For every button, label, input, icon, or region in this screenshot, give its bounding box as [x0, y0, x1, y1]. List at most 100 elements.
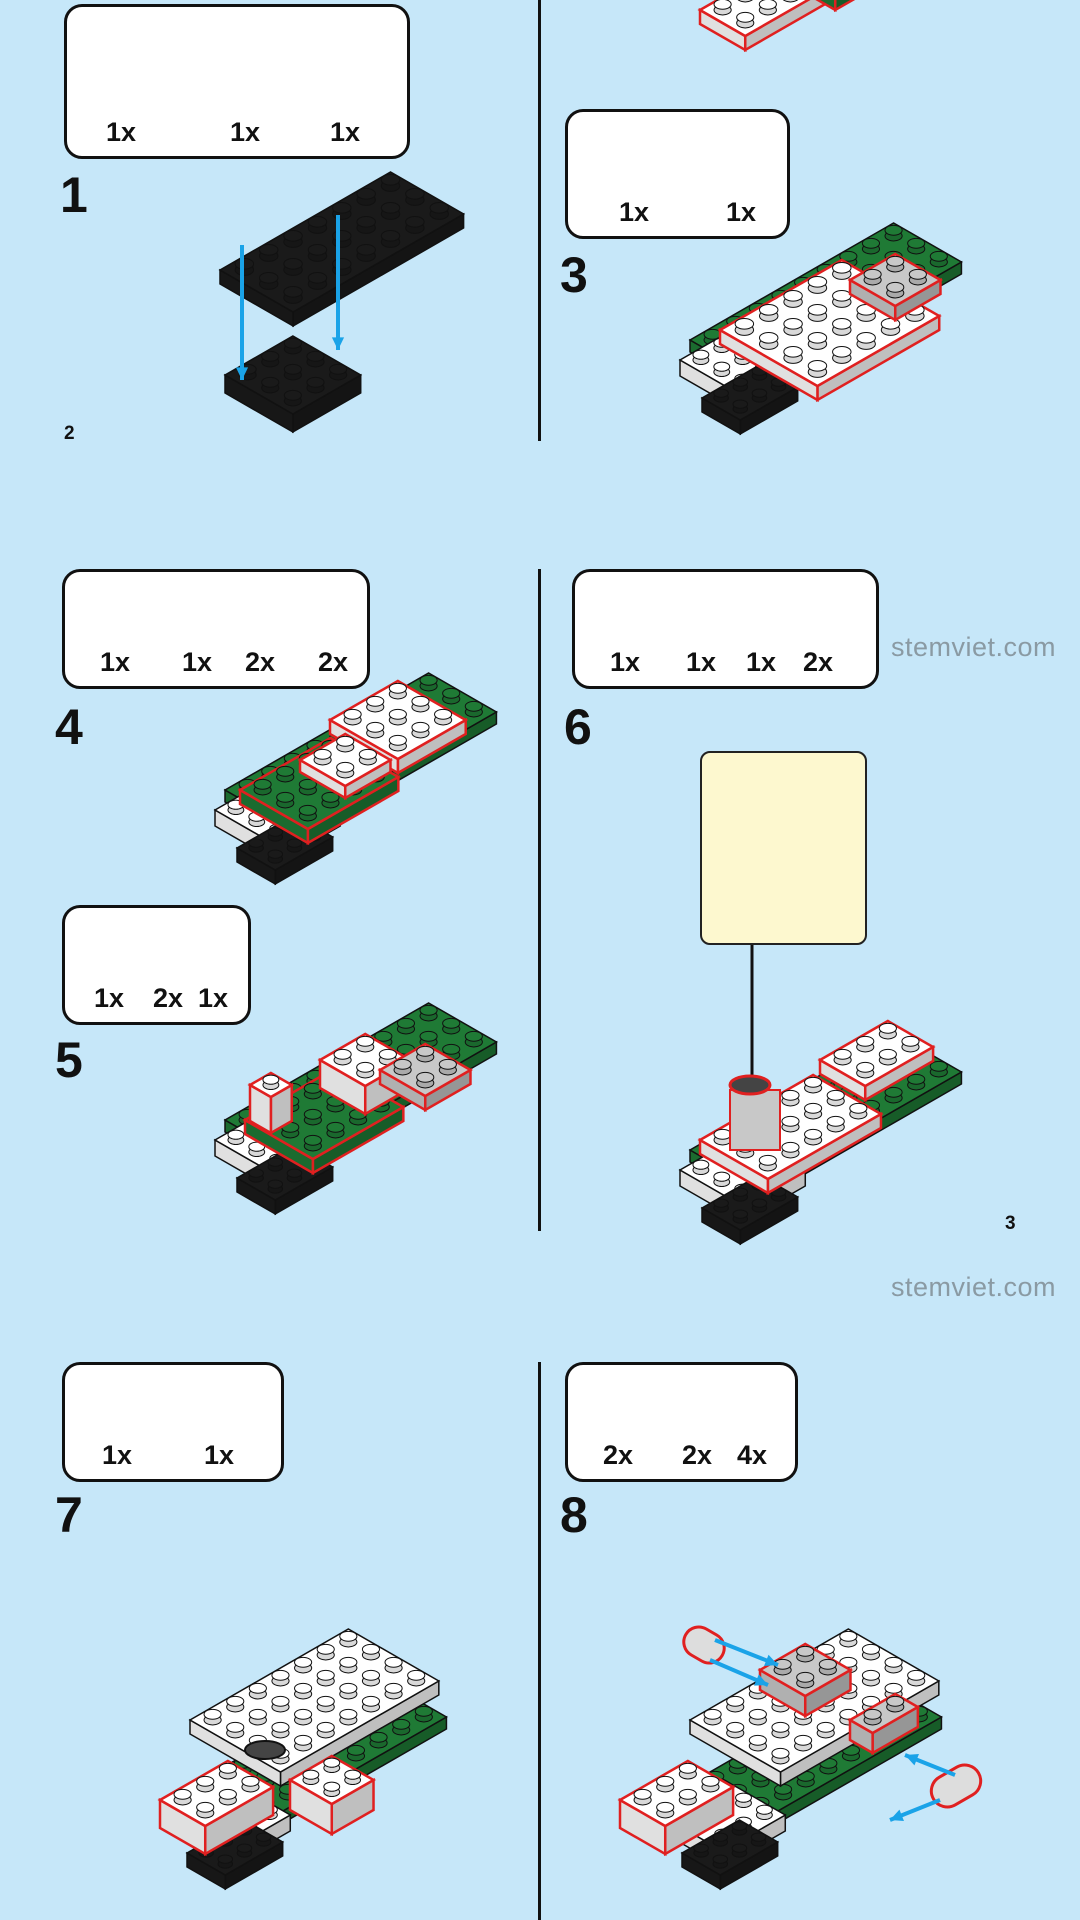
stud: [734, 318, 755, 330]
stud: [378, 1048, 397, 1060]
stud: [380, 230, 401, 242]
part-quantity: 1x: [725, 197, 757, 227]
stud: [442, 1043, 461, 1055]
stud: [316, 1721, 335, 1733]
stud: [294, 1682, 313, 1694]
stud: [203, 1708, 222, 1720]
stud: [832, 318, 852, 330]
stud: [750, 1832, 767, 1842]
stud: [856, 332, 876, 344]
stud: [731, 1821, 748, 1831]
stud: [781, 1089, 800, 1101]
stud: [388, 708, 407, 720]
stud: [861, 1669, 881, 1681]
step-number: 5: [55, 1032, 83, 1088]
stud: [884, 1086, 903, 1098]
brick-top: [377, 1042, 473, 1098]
stud: [751, 1198, 768, 1208]
stud: [361, 1695, 381, 1707]
part-quantity: 1x: [197, 983, 229, 1013]
stud: [258, 272, 279, 284]
stud: [419, 674, 438, 686]
stud: [323, 1781, 341, 1792]
parts-box-step-3: 1x 1x: [565, 109, 790, 239]
stud: [226, 1721, 245, 1733]
stud: [356, 188, 376, 200]
parts-box-step-7: 1x 1x: [62, 1362, 284, 1482]
stud: [783, 290, 803, 302]
stud: [276, 791, 295, 803]
stud: [416, 1071, 435, 1083]
stud: [678, 1762, 697, 1774]
stud: [884, 224, 903, 236]
stud: [929, 1060, 948, 1072]
stud: [248, 1708, 267, 1720]
stud: [442, 1017, 461, 1029]
part-quantity: 1x: [93, 983, 125, 1013]
stud: [361, 1669, 381, 1681]
stud: [832, 290, 852, 302]
stud: [804, 1128, 823, 1140]
stud: [726, 1695, 745, 1707]
stud: [712, 1854, 729, 1864]
stud: [758, 304, 779, 316]
stud: [361, 1643, 381, 1655]
stud: [344, 1769, 362, 1780]
stud: [414, 1705, 433, 1717]
stud: [701, 1775, 720, 1787]
stud: [438, 1058, 457, 1070]
stud: [313, 748, 332, 760]
column-divider: [538, 1362, 541, 1920]
stud: [781, 1141, 800, 1153]
arrow-icon: [235, 367, 249, 380]
stud: [692, 349, 710, 360]
stud: [783, 346, 803, 358]
stud: [218, 1788, 237, 1800]
stud: [656, 1775, 675, 1787]
part-quantity: 1x: [105, 117, 137, 147]
stud: [323, 1757, 341, 1768]
stud: [713, 361, 731, 372]
stud: [283, 389, 302, 401]
stud: [407, 1669, 426, 1681]
stud: [393, 1058, 412, 1070]
stud: [329, 363, 348, 375]
stud: [356, 216, 376, 228]
stud: [796, 1671, 815, 1683]
stud: [839, 1656, 858, 1668]
stud: [737, 0, 753, 3]
stud: [794, 1734, 813, 1746]
stud: [276, 765, 295, 777]
stud: [316, 1643, 335, 1655]
stud: [884, 1682, 903, 1694]
stud: [901, 1035, 920, 1047]
detail-callout: [700, 751, 867, 945]
stud: [332, 258, 352, 270]
column-divider: [538, 569, 541, 1231]
stud: [713, 1198, 729, 1208]
stud: [758, 1154, 777, 1166]
stud: [713, 1128, 732, 1140]
stud: [464, 1030, 483, 1042]
stud: [283, 363, 302, 375]
lever-part: [729, 1089, 781, 1151]
parts-box-step-1: 1x 1x 1x: [64, 4, 410, 159]
brick-top: [287, 1754, 377, 1806]
stud: [267, 849, 284, 859]
stud: [833, 1048, 852, 1060]
stud: [878, 1022, 897, 1034]
stud: [294, 1708, 313, 1720]
step-number: 4: [55, 699, 83, 755]
stud: [303, 1134, 322, 1146]
page-number: 3: [1005, 1213, 1016, 1234]
stud: [783, 318, 803, 330]
stud: [796, 1645, 815, 1657]
stud: [732, 1187, 749, 1197]
stud: [429, 202, 449, 214]
stud: [332, 202, 352, 214]
part-quantity: 2x: [602, 1440, 634, 1470]
stud: [283, 337, 302, 349]
stud: [298, 804, 317, 816]
stud: [656, 1801, 675, 1813]
stud: [248, 1168, 264, 1178]
